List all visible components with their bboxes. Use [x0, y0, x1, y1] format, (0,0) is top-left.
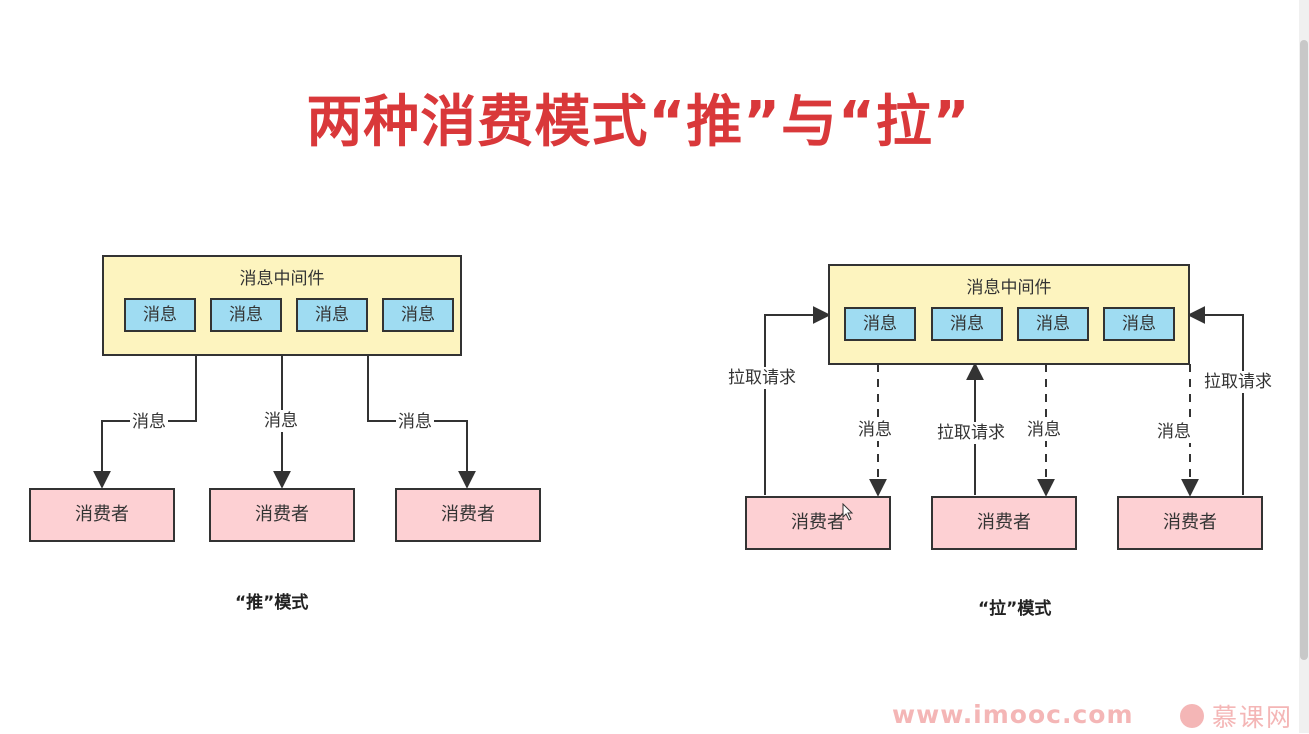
- push-message-4: 消息: [382, 298, 454, 332]
- push-message-3: 消息: [296, 298, 368, 332]
- brand-logo: 慕课网: [1180, 700, 1293, 732]
- page-title: 两种消费模式“推”与“拉”: [306, 90, 971, 155]
- pull-consumer-2: 消费者: [931, 496, 1077, 550]
- pull-message-label-1: 消息: [856, 419, 894, 441]
- push-message-1: 消息: [124, 298, 196, 332]
- pull-consumer-3: 消费者: [1117, 496, 1263, 550]
- push-edge-label-3: 消息: [396, 411, 434, 433]
- flame-icon: [1180, 704, 1204, 728]
- push-broker-label: 消息中间件: [239, 269, 325, 289]
- pull-consumer-1: 消费者: [745, 496, 891, 550]
- vertical-scrollbar[interactable]: [1299, 0, 1309, 733]
- pull-message-label-3: 消息: [1155, 421, 1193, 443]
- push-consumer-2: 消费者: [209, 488, 355, 542]
- push-broker: 消息中间件 消息 消息 消息 消息: [102, 255, 462, 356]
- push-edge-label-2: 消息: [262, 410, 300, 432]
- pull-message-4: 消息: [1103, 307, 1175, 341]
- push-caption: “推”模式: [235, 593, 309, 613]
- pull-request-label-3: 拉取请求: [1202, 371, 1274, 393]
- pull-caption: “拉”模式: [978, 599, 1052, 619]
- pull-request-label-1: 拉取请求: [726, 367, 798, 389]
- pull-request-label-2: 拉取请求: [935, 422, 1007, 444]
- scrollbar-thumb[interactable]: [1300, 40, 1308, 660]
- pull-broker-label: 消息中间件: [966, 278, 1052, 298]
- brand-name: 慕课网: [1212, 703, 1294, 732]
- pull-message-3: 消息: [1017, 307, 1089, 341]
- push-message-2: 消息: [210, 298, 282, 332]
- pull-message-2: 消息: [931, 307, 1003, 341]
- pull-message-label-2: 消息: [1025, 419, 1063, 441]
- mouse-cursor-icon: [842, 503, 854, 521]
- pull-broker: 消息中间件 消息 消息 消息 消息: [828, 264, 1190, 365]
- pull-request-edge-1: [764, 306, 831, 495]
- push-edge-label-1: 消息: [130, 411, 168, 433]
- watermark-url: www.imooc.com: [892, 700, 1134, 729]
- pull-message-1: 消息: [844, 307, 916, 341]
- pull-request-edge-3: [1187, 306, 1244, 495]
- push-consumer-1: 消费者: [29, 488, 175, 542]
- push-consumer-3: 消费者: [395, 488, 541, 542]
